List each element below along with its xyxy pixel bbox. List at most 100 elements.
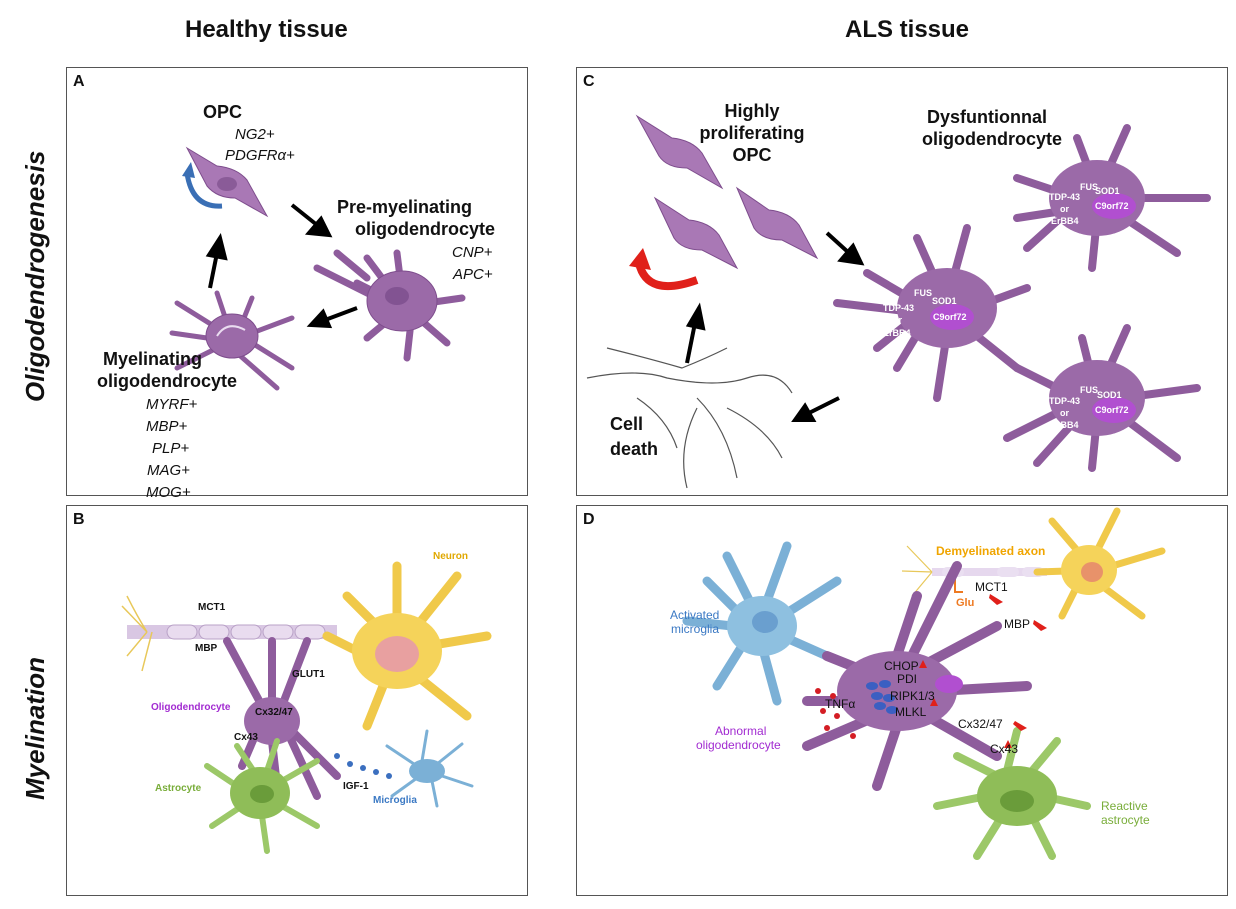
dysfunctional-oligodendrocyte-cells <box>833 124 1211 472</box>
erbb4-label: ErBB4 <box>883 328 911 338</box>
or-label: or <box>1060 408 1069 418</box>
dead-cell-outline <box>586 347 793 489</box>
neuron-label: Neuron <box>433 551 468 562</box>
c9orf72-label: C9orf72 <box>933 312 967 322</box>
myelinating-title-2: oligodendrocyte <box>97 371 238 391</box>
abnormal-oligodendrocyte-label-1: Abnormal <box>715 724 767 738</box>
panel-label: C <box>583 73 595 90</box>
cell-death-title-2: death <box>610 439 659 459</box>
glu-label: Glu <box>956 597 975 609</box>
reactive-astrocyte-cell <box>933 727 1091 860</box>
premyelinating-marker-1: CNP+ <box>452 244 493 261</box>
red-cycle-arrow-icon <box>635 261 699 291</box>
or-label: or <box>893 315 902 325</box>
myelinating-title-1: Myelinating <box>103 349 203 369</box>
myelinating-marker-5: MOG+ <box>146 484 191 501</box>
mbp-label: MBP <box>1004 617 1031 631</box>
fus-label: FUS <box>914 288 932 298</box>
c9orf72-label: C9orf72 <box>1095 201 1129 211</box>
neuron-cell <box>322 561 492 731</box>
premyelinating-nucleus <box>385 287 409 305</box>
panel-label: B <box>73 511 85 528</box>
microglia-label: Microglia <box>373 795 417 806</box>
proliferating-opc-title-2: proliferating <box>699 123 805 143</box>
myelinating-body <box>205 313 259 359</box>
mlkl-label: MLKL <box>895 705 927 719</box>
tnf-dots <box>815 688 856 739</box>
panel-label: A <box>73 73 85 90</box>
myelinating-marker-4: MAG+ <box>147 462 190 479</box>
opc-title: OPC <box>203 102 243 122</box>
reactive-astrocyte-label-2: astrocyte <box>1101 813 1150 827</box>
or-label: or <box>1060 204 1069 214</box>
glut1-label: GLUT1 <box>292 669 325 680</box>
fus-label: FUS <box>1080 182 1098 192</box>
astrocyte-cell <box>204 738 320 854</box>
pdi-label: PDI <box>897 672 918 686</box>
c9orf72-nucleus-3 <box>1092 397 1136 423</box>
oligodendrocyte-body <box>244 697 300 745</box>
cycle-arrowhead-icon <box>182 162 195 178</box>
myelinated-axon <box>121 595 337 672</box>
cx43-label: Cx43 <box>990 742 1019 756</box>
activated-microglia-cell <box>682 541 842 706</box>
opc-marker-1: NG2+ <box>235 126 275 143</box>
arrows <box>685 231 865 422</box>
proliferating-opc-title-1: Highly <box>724 101 780 121</box>
premyelinating-title-2: oligodendrocyte <box>355 219 496 239</box>
myelinating-marker-3: PLP+ <box>152 440 190 457</box>
igf1-dots <box>334 753 392 779</box>
erbb4-label: ErBB4 <box>1051 420 1079 430</box>
column-title-als: ALS tissue <box>845 16 970 43</box>
tnf-label: TNFα <box>825 697 856 711</box>
demyelinated-axon-label: Demyelinated axon <box>936 544 1046 558</box>
cell-death-title-1: Cell <box>610 414 644 434</box>
dysfunctional-title-2: oligodendrocyte <box>921 129 1062 149</box>
panel-a: A OPC NG2+ PDGFRα+ <box>66 67 528 501</box>
arrows <box>205 203 358 329</box>
c9orf72-nucleus-2 <box>1092 193 1136 219</box>
cx43-label: Cx43 <box>234 732 258 743</box>
dysfunctional-title-1: Dysfuntionnal <box>927 107 1047 127</box>
column-title-healthy: Healthy tissue <box>185 16 348 43</box>
myelinating-marker-1: MYRF+ <box>146 396 198 413</box>
cx3247-label: Cx32/47 <box>958 717 1003 731</box>
panel-c-drawing <box>586 114 1211 489</box>
red-indicator-arrows <box>919 594 1047 748</box>
tdp43-label: TDP-43 <box>1049 396 1081 406</box>
panel-d-drawing <box>682 507 1166 860</box>
blue-vesicles <box>866 680 898 714</box>
proliferating-opc-title-3: OPC <box>732 145 772 165</box>
premyelinating-title-1: Pre-myelinating <box>337 197 473 217</box>
premyelinating-marker-2: APC+ <box>453 266 493 283</box>
abnormal-oligodendrocyte-body <box>837 651 957 731</box>
opc-marker-2: PDGFRα+ <box>225 147 295 164</box>
ripk-label: RIPK1/3 <box>890 689 935 703</box>
c9orf72-label: C9orf72 <box>1095 405 1129 415</box>
proliferating-opc-cells <box>635 114 819 270</box>
panel-c: C <box>576 67 1228 496</box>
mct1-label: MCT1 <box>198 602 226 613</box>
abnormal-oligodendrocyte-label-2: oligodendrocyte <box>696 738 781 752</box>
erbb4-label: ErBB4 <box>1051 216 1079 226</box>
mbp-label: MBP <box>195 643 218 654</box>
oligodendrocyte-cell <box>223 637 341 800</box>
sod1-label: SOD1 <box>1095 186 1120 196</box>
panel-b: B <box>66 505 528 896</box>
reactive-astrocyte-label-1: Reactive <box>1101 799 1148 813</box>
panel-a-drawing <box>169 146 466 391</box>
neuron-cell <box>1033 507 1166 620</box>
panel-b-drawing <box>121 561 492 854</box>
tdp43-label: TDP-43 <box>1049 192 1081 202</box>
nucleus <box>935 675 963 693</box>
activated-microglia-label-2: microglia <box>671 622 720 636</box>
cx3247-label: Cx32/47 <box>255 707 293 718</box>
mct1-label: MCT1 <box>975 580 1008 594</box>
row-title-oligodendrogenesis: Oligodendrogenesis <box>20 150 50 402</box>
opc-cell <box>185 146 269 218</box>
astrocyte-label: Astrocyte <box>155 783 202 794</box>
myelinating-marker-2: MBP+ <box>146 418 188 435</box>
chop-label: CHOP <box>884 659 919 673</box>
fus-label: FUS <box>1080 385 1098 395</box>
igf1-label: IGF-1 <box>343 781 369 792</box>
